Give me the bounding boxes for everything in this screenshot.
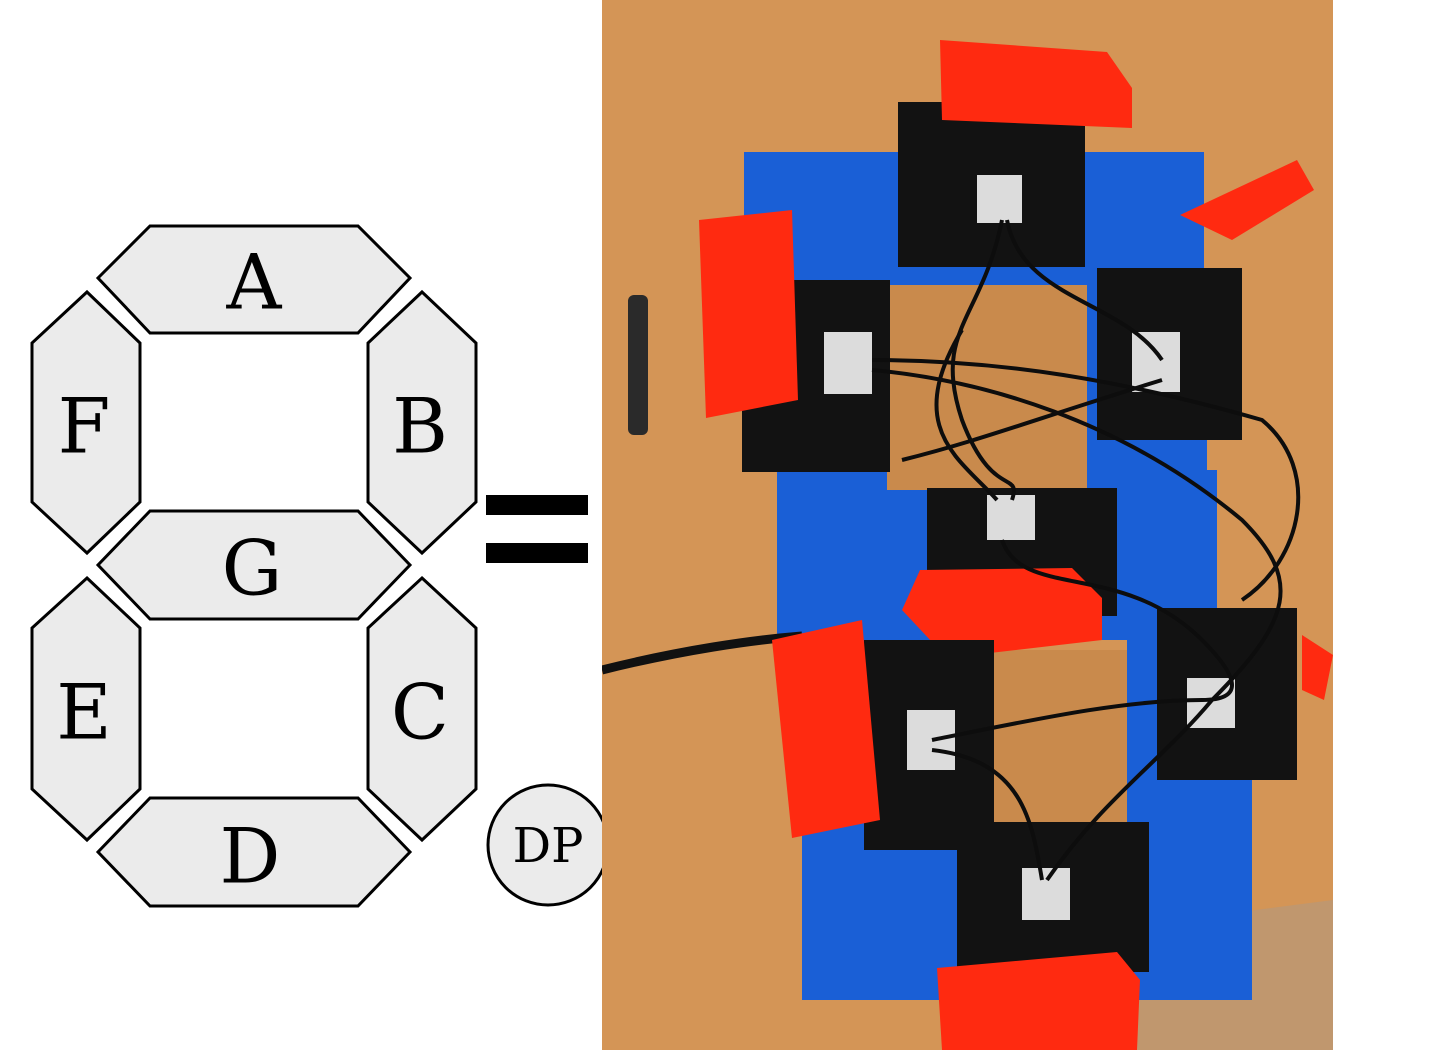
servo-middle bbox=[902, 488, 1117, 658]
servo-display-photo bbox=[602, 0, 1333, 1050]
servo-top bbox=[898, 40, 1132, 267]
segment-g: G bbox=[95, 509, 413, 621]
segment-a: A bbox=[95, 224, 413, 335]
seven-segment-diagram: A F B G E C D DP bbox=[30, 224, 610, 908]
servo-lower-left bbox=[772, 620, 994, 850]
segment-e-label: E bbox=[56, 668, 111, 757]
servo-upper-right bbox=[1097, 160, 1314, 440]
segment-a-label: A bbox=[226, 238, 283, 327]
segment-dp: DP bbox=[486, 783, 610, 907]
servo-bottom bbox=[937, 822, 1149, 1050]
segment-c: C bbox=[366, 575, 478, 843]
screwdriver-icon bbox=[628, 295, 648, 435]
segment-c-label: C bbox=[391, 668, 449, 757]
segment-f-label: F bbox=[58, 382, 111, 471]
segment-d-label: D bbox=[220, 812, 281, 901]
segment-f: F bbox=[30, 289, 142, 556]
wire-bundle bbox=[871, 219, 1301, 882]
servo-upper-left bbox=[699, 210, 890, 472]
segment-b-label: B bbox=[392, 382, 448, 471]
segment-d: D bbox=[95, 796, 413, 908]
segment-e: E bbox=[30, 575, 142, 843]
segment-b: B bbox=[366, 289, 478, 556]
equals-sign bbox=[486, 495, 588, 563]
segment-g-label: G bbox=[222, 524, 283, 613]
segment-dp-label: DP bbox=[513, 818, 584, 874]
